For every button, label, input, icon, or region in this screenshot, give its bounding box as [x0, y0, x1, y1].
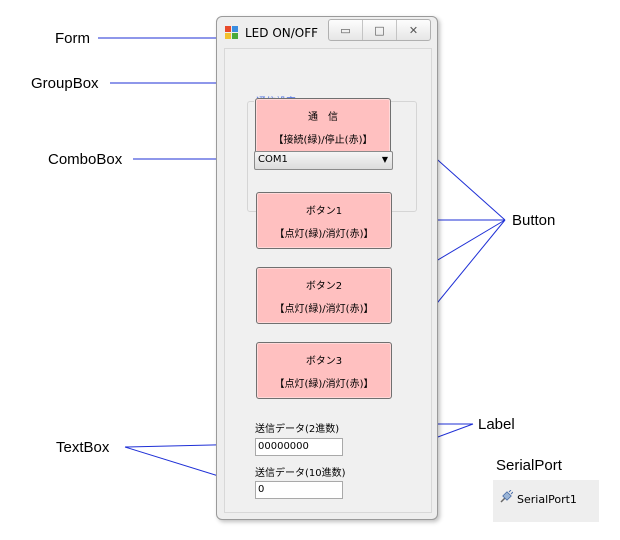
callout-combobox: ComboBox — [48, 151, 123, 168]
callout-serialport: SerialPort — [496, 457, 562, 474]
led-button-1-line1: ボタン1 — [305, 206, 343, 217]
app-icon — [225, 26, 238, 39]
led-button-3-line1: ボタン3 — [305, 356, 343, 367]
minimize-icon: ▭ — [340, 23, 351, 37]
combobox-value: COM1 — [258, 154, 288, 165]
led-button-2-line2: 【点灯(緑)/消灯(赤)】 — [274, 304, 374, 315]
led-button-1[interactable]: ボタン1 【点灯(緑)/消灯(赤)】 — [256, 192, 392, 249]
callout-form: Form — [55, 30, 90, 47]
form-window: LED ON/OFF ▭ □ ✕ 通信設定 通 信 【接続(緑)/停止(赤)】 … — [216, 16, 438, 520]
textbox-binary-value: 00000000 — [258, 441, 309, 452]
close-icon: ✕ — [408, 23, 419, 37]
comm-button-line1: 通 信 — [308, 112, 338, 123]
led-button-1-line2: 【点灯(緑)/消灯(赤)】 — [274, 229, 374, 240]
label-binary: 送信データ(2進数) — [255, 424, 340, 435]
chevron-down-icon[interactable]: ▼ — [381, 155, 388, 164]
callout-groupbox: GroupBox — [31, 75, 99, 92]
label-decimal: 送信データ(10進数) — [255, 468, 346, 479]
comm-button[interactable]: 通 信 【接続(緑)/停止(赤)】 — [255, 98, 391, 156]
callout-textbox: TextBox — [56, 439, 110, 456]
com-port-combobox[interactable]: COM1 ▼ — [254, 151, 393, 170]
maximize-button[interactable]: □ — [363, 20, 397, 40]
textbox-decimal[interactable]: 0 — [255, 481, 343, 499]
callout-label: Label — [478, 416, 515, 433]
title-bar[interactable]: LED ON/OFF ▭ □ ✕ — [217, 17, 437, 47]
form-client-area: 通信設定 通 信 【接続(緑)/停止(赤)】 COM1 ▼ ボタン1 【点灯(緑… — [224, 48, 432, 513]
comm-button-line2: 【接続(緑)/停止(赤)】 — [273, 135, 373, 146]
maximize-icon: □ — [374, 23, 385, 37]
serialport-label: SerialPort1 — [517, 493, 577, 506]
led-button-2[interactable]: ボタン2 【点灯(緑)/消灯(赤)】 — [256, 267, 392, 324]
serialport-component[interactable]: SerialPort1 — [493, 480, 599, 522]
window-title: LED ON/OFF — [245, 26, 319, 40]
callout-button: Button — [512, 212, 556, 229]
led-button-3-line2: 【点灯(緑)/消灯(赤)】 — [274, 379, 374, 390]
textbox-decimal-value: 0 — [258, 484, 265, 495]
close-button[interactable]: ✕ — [397, 20, 430, 40]
plug-icon — [500, 490, 513, 503]
led-button-2-line1: ボタン2 — [305, 281, 343, 292]
window-controls: ▭ □ ✕ — [328, 19, 431, 41]
led-button-3[interactable]: ボタン3 【点灯(緑)/消灯(赤)】 — [256, 342, 392, 399]
textbox-binary[interactable]: 00000000 — [255, 438, 343, 456]
minimize-button[interactable]: ▭ — [329, 20, 363, 40]
